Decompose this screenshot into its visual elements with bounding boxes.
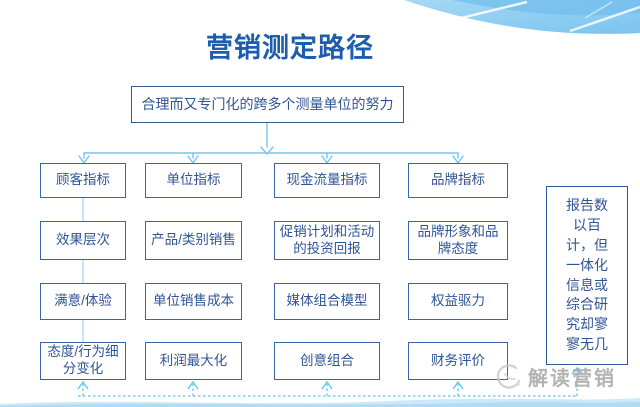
box-label: 品牌指标 [431, 172, 485, 188]
box-label: 财务评价 [431, 352, 485, 368]
box-media-mix-model: 媒体组合模型 [274, 283, 380, 320]
box-label: 单位销售成本 [153, 293, 234, 309]
swirl-logo-icon [496, 364, 521, 389]
box-label: 权益驱力 [431, 293, 485, 309]
box-label: 产品/类别销售 [151, 232, 236, 248]
side-note-label: 报告数以百计，但一体化信息或综合研究却寥寥无几 [566, 197, 608, 353]
box-unit-metrics: 单位指标 [145, 163, 242, 198]
box-cashflow-metrics: 现金流量指标 [274, 163, 380, 198]
box-label: 品牌形象和品牌态度 [417, 223, 499, 256]
side-note-box: 报告数以百计，但一体化信息或综合研究却寥寥无几 [546, 186, 628, 365]
box-label: 单位指标 [166, 172, 221, 188]
box-promotion-roi: 促销计划和活动的投资回报 [274, 221, 380, 260]
box-label: 创意组合 [300, 352, 354, 368]
box-financial-evaluation: 财务评价 [408, 342, 508, 380]
box-label: 利润最大化 [159, 352, 228, 368]
box-creative-mix: 创意组合 [274, 342, 380, 380]
watermark: 解读营销 [492, 360, 616, 392]
premise-box: 合理而又专门化的跨多个测量单位的努力 [131, 86, 404, 123]
box-label: 态度/行为细分变化 [47, 344, 119, 376]
box-label: 媒体组合模型 [286, 293, 368, 309]
box-equity-driver: 权益驱力 [408, 283, 508, 320]
top-tree-connectors [78, 122, 464, 165]
box-satisfaction-experience: 满意/体验 [40, 283, 126, 320]
box-unit-sales-cost: 单位销售成本 [145, 283, 242, 320]
box-label: 顾客指标 [56, 172, 110, 188]
box-label: 满意/体验 [54, 293, 112, 309]
premise-box-label: 合理而又专门化的跨多个测量单位的努力 [141, 95, 394, 112]
box-attitude-behavior-segmentation: 态度/行为细分变化 [40, 342, 126, 380]
box-label: 效果层次 [56, 232, 110, 248]
box-label: 促销计划和活动的投资回报 [279, 223, 375, 256]
box-effect-hierarchy: 效果层次 [40, 221, 126, 260]
slide-title: 营销测定路径 [206, 33, 374, 63]
box-label: 现金流量指标 [286, 172, 368, 188]
box-brand-metrics: 品牌指标 [408, 163, 508, 198]
watermark-text: 解读营销 [528, 367, 616, 390]
box-brand-image-attitude: 品牌形象和品牌态度 [408, 221, 508, 260]
box-customer-metrics: 顾客指标 [40, 163, 126, 198]
box-product-category-sales: 产品/类别销售 [145, 221, 242, 260]
box-profit-maximization: 利润最大化 [145, 342, 242, 380]
